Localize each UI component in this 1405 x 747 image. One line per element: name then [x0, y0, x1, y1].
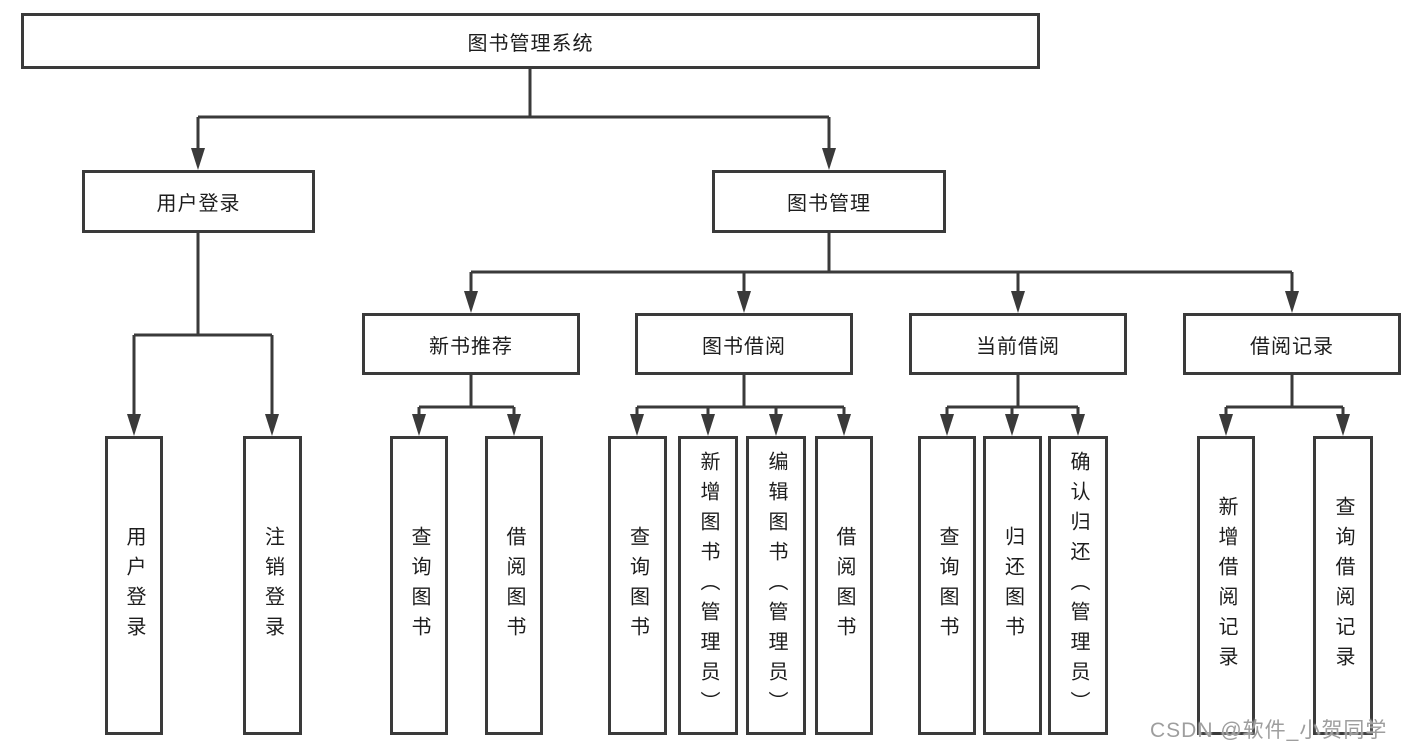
node-leaf-bb-add-books-label: 新增图书（管理员） — [697, 450, 719, 721]
node-leaf-bb-borrow-books: 借阅图书 — [815, 436, 873, 735]
node-leaf-br-add-record-label: 新增借阅记录 — [1215, 495, 1237, 676]
node-current-borrow: 当前借阅 — [909, 313, 1127, 375]
node-leaf-logout: 注销登录 — [243, 436, 302, 735]
node-user-login: 用户登录 — [82, 170, 315, 233]
node-leaf-bb-edit-books: 编辑图书（管理员） — [746, 436, 806, 735]
node-leaf-br-query-record: 查询借阅记录 — [1313, 436, 1373, 735]
node-leaf-bb-borrow-books-label: 借阅图书 — [833, 525, 855, 646]
node-leaf-user-login: 用户登录 — [105, 436, 163, 735]
node-leaf-br-add-record: 新增借阅记录 — [1197, 436, 1255, 735]
node-root: 图书管理系统 — [21, 13, 1040, 69]
node-leaf-cb-confirm-return: 确认归还（管理员） — [1048, 436, 1108, 735]
node-book-management: 图书管理 — [712, 170, 946, 233]
node-leaf-rec-query-books-label: 查询图书 — [408, 525, 430, 646]
node-leaf-cb-confirm-return-label: 确认归还（管理员） — [1067, 450, 1089, 721]
node-leaf-cb-return-books-label: 归还图书 — [1001, 525, 1024, 646]
node-user-login-label: 用户登录 — [156, 193, 241, 215]
node-new-book-recommend-label: 新书推荐 — [429, 335, 513, 358]
csdn-watermark: CSDN @软件_小贺同学 — [1150, 719, 1388, 742]
node-leaf-rec-query-books: 查询图书 — [390, 436, 448, 735]
node-leaf-rec-borrow-books-label: 借阅图书 — [503, 525, 525, 646]
node-leaf-cb-return-books: 归还图书 — [983, 436, 1042, 735]
node-leaf-cb-query-books-label: 查询图书 — [936, 525, 958, 646]
node-leaf-bb-query-books-label: 查询图书 — [626, 525, 649, 646]
node-root-label: 图书管理系统 — [467, 32, 594, 55]
node-book-borrow-label: 图书借阅 — [702, 335, 786, 358]
node-leaf-bb-add-books: 新增图书（管理员） — [678, 436, 738, 735]
node-leaf-user-login-label: 用户登录 — [123, 525, 145, 646]
node-leaf-br-query-record-label: 查询借阅记录 — [1332, 495, 1354, 676]
node-leaf-bb-edit-books-label: 编辑图书（管理员） — [765, 450, 787, 721]
node-borrow-records-label: 借阅记录 — [1250, 335, 1334, 358]
node-book-management-label: 图书管理 — [787, 193, 871, 215]
node-leaf-bb-query-books: 查询图书 — [608, 436, 667, 735]
node-leaf-rec-borrow-books: 借阅图书 — [485, 436, 543, 735]
node-current-borrow-label: 当前借阅 — [976, 335, 1060, 358]
node-new-book-recommend: 新书推荐 — [362, 313, 580, 375]
node-leaf-cb-query-books: 查询图书 — [918, 436, 976, 735]
node-leaf-logout-label: 注销登录 — [261, 525, 284, 646]
node-borrow-records: 借阅记录 — [1183, 313, 1401, 375]
node-book-borrow: 图书借阅 — [635, 313, 853, 375]
